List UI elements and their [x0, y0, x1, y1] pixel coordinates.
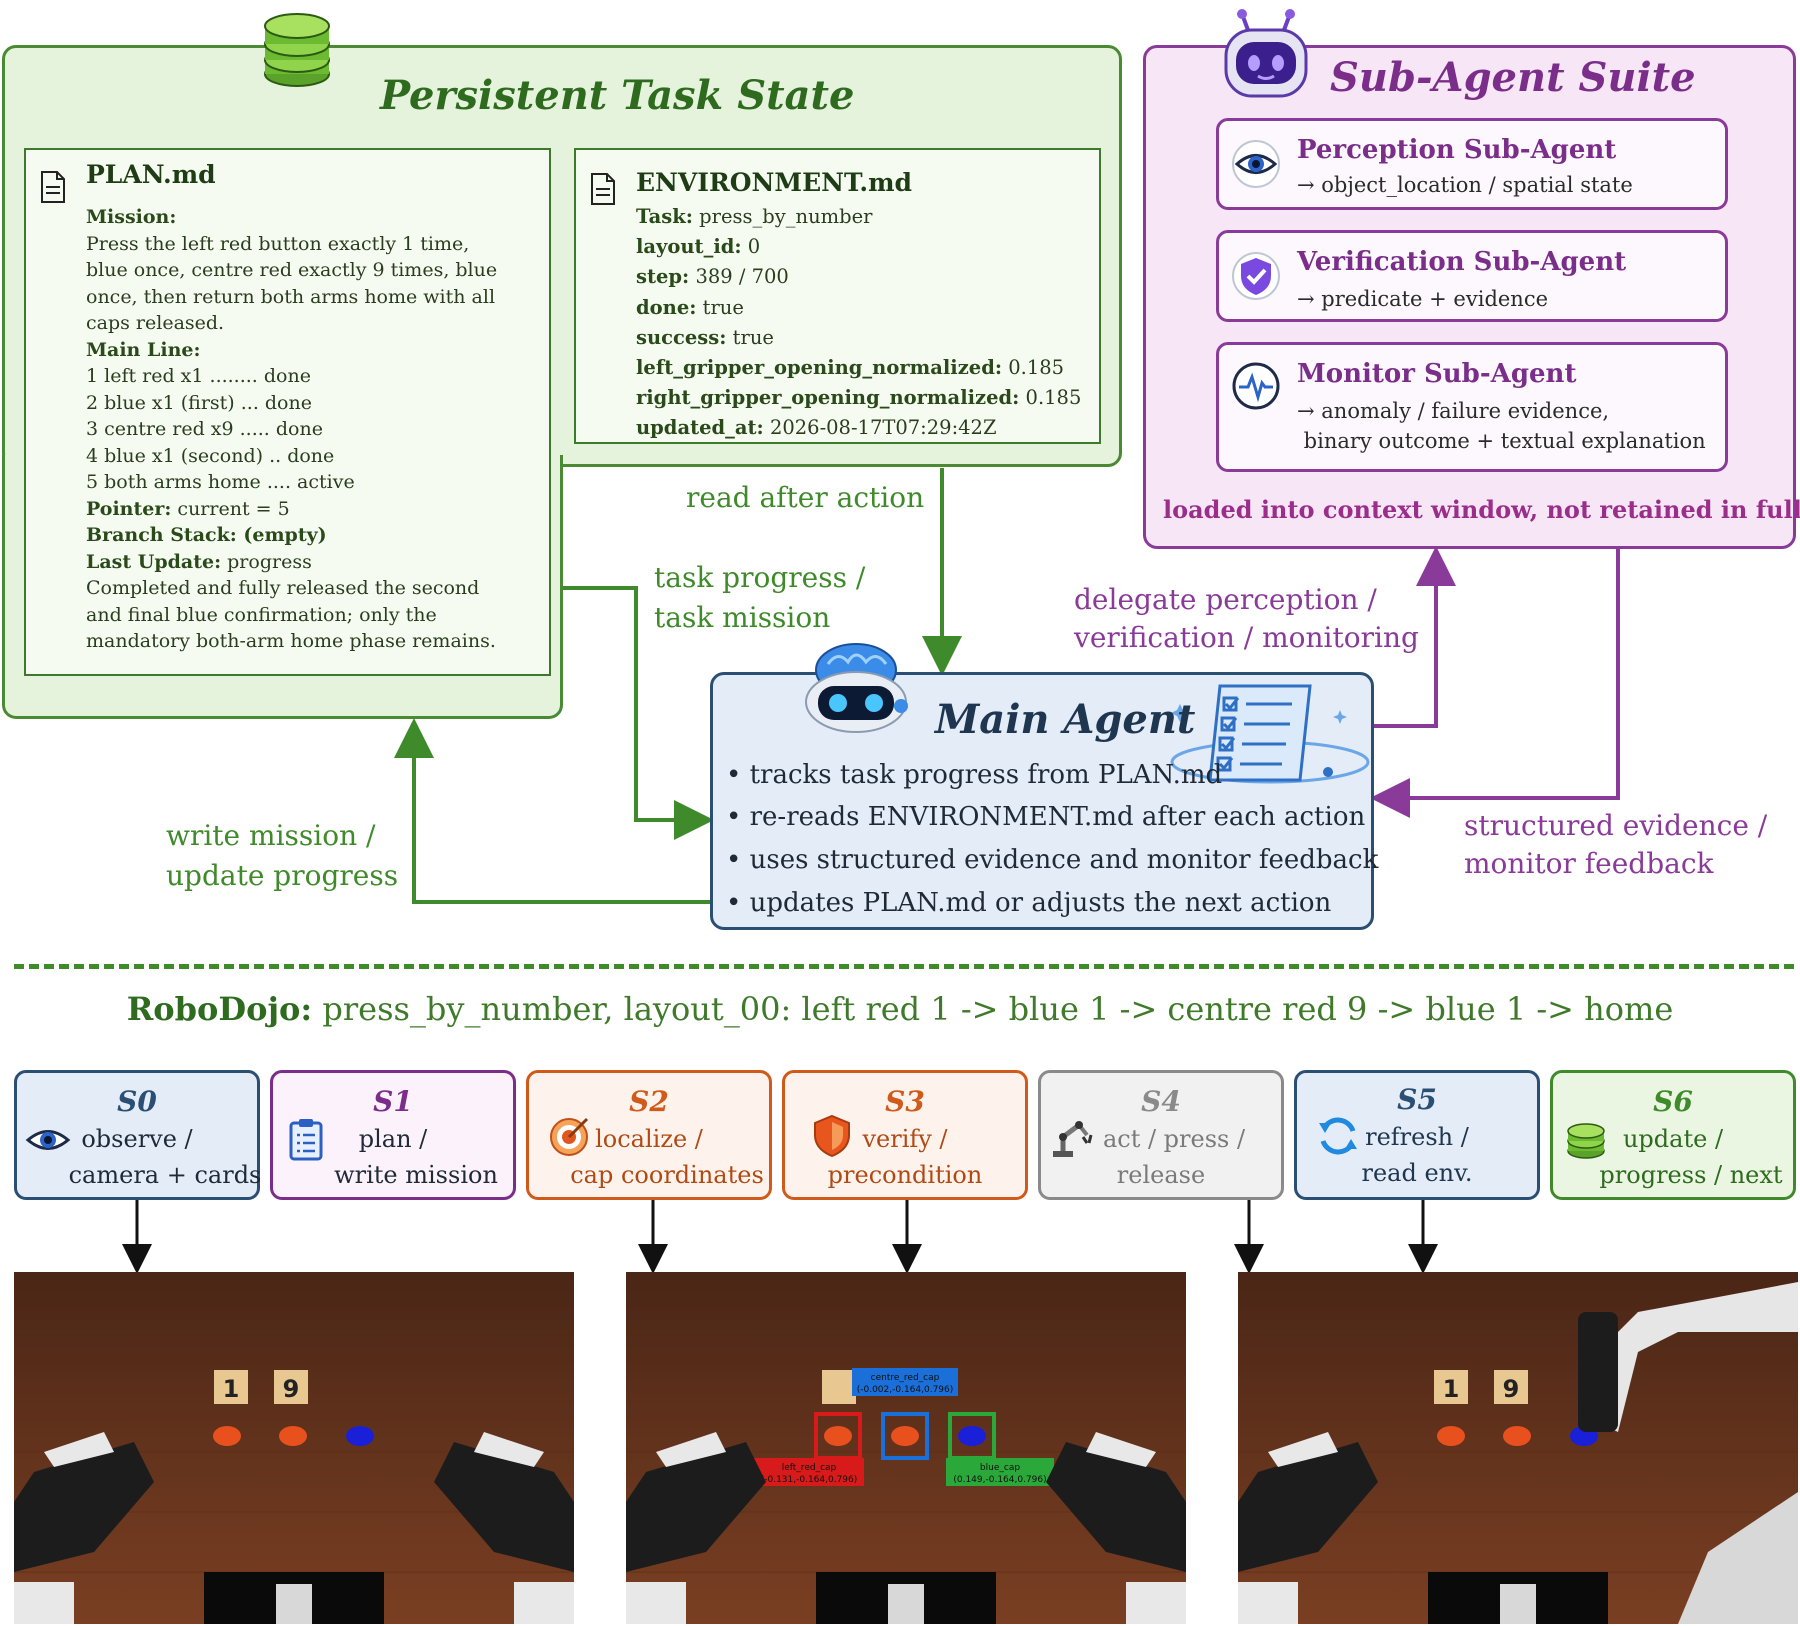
step-s4: S4 act / press / release — [1038, 1070, 1284, 1200]
label-structured-evidence-1: structured evidence / — [1464, 809, 1768, 842]
sub-agent-suite-note: loaded into context window, not retained… — [1163, 495, 1800, 524]
step-s3: S3 verify / precondition — [782, 1070, 1028, 1200]
step-s1: S1 plan / write mission — [270, 1070, 516, 1200]
clipboard-icon — [289, 1119, 323, 1161]
edge-task-progress — [563, 586, 714, 840]
label-delegate-1: delegate perception / — [1074, 583, 1377, 616]
list-item: 4 blue x1 (second) .. done — [86, 444, 335, 467]
label-write-mission-2: update progress — [166, 859, 399, 892]
number-card: 9 — [1503, 1375, 1520, 1403]
label-task-progress-1: task progress / — [654, 561, 866, 594]
list-item: 3 centre red x9 ..... done — [86, 418, 323, 440]
mission-label: Mission: — [86, 206, 177, 228]
step-s5: S5 refresh / read env. — [1294, 1070, 1540, 1200]
main-line-label: Main Line: — [86, 338, 201, 361]
env-field: done: true — [636, 295, 744, 319]
scene-act: 1 9 — [1238, 1272, 1798, 1624]
number-card: 9 — [283, 1375, 300, 1403]
scene-observe: 1 9 — [14, 1272, 574, 1624]
shield-icon — [814, 1114, 850, 1158]
perception-sub-agent-name: Perception Sub-Agent — [1297, 135, 1617, 165]
verification-sub-agent-card: Verification Sub-Agent → predicate + evi… — [1216, 230, 1728, 322]
detection-coords: (-0.131,-0.164,0.796) — [761, 1475, 858, 1485]
main-agent-bullet: • uses structured evidence and monitor f… — [726, 845, 1379, 875]
env-field: updated_at: 2026-08-17T07:29:42Z — [636, 416, 997, 440]
plan-md-card: PLAN.md Mission: Press the left red butt… — [24, 148, 551, 676]
target-icon — [550, 1117, 589, 1156]
list-item: 1 left red x1 ........ done — [86, 365, 311, 387]
environment-md-title: ENVIRONMENT.md — [636, 168, 913, 197]
edge-write-mission — [394, 718, 710, 904]
eye-icon — [1232, 140, 1280, 188]
env-field: right_gripper_opening_normalized: 0.185 — [636, 386, 1082, 410]
heartbeat-icon — [1232, 362, 1280, 410]
label-delegate-2: verification / monitoring — [1074, 621, 1419, 654]
verification-sub-agent-name: Verification Sub-Agent — [1297, 247, 1627, 277]
robot-icon — [1224, 9, 1308, 98]
database-icon — [264, 13, 330, 87]
branch-stack-row: Branch Stack: (empty) — [86, 524, 327, 546]
monitor-sub-agent-name: Monitor Sub-Agent — [1297, 359, 1577, 389]
list-item: 2 blue x1 (first) ... done — [86, 391, 312, 414]
refresh-icon — [1319, 1117, 1357, 1155]
document-icon — [41, 171, 65, 203]
shield-check-icon — [1232, 252, 1280, 300]
document-icon — [591, 173, 615, 205]
monitor-sub-agent-card: Monitor Sub-Agent → anomaly / failure ev… — [1216, 342, 1728, 472]
env-field: left_gripper_opening_normalized: 0.185 — [636, 356, 1065, 380]
label-write-mission-1: write mission / — [166, 819, 376, 852]
monitor-sub-agent-desc-1: → anomaly / failure evidence, — [1297, 399, 1610, 423]
detection-label: blue_cap — [980, 1463, 1020, 1473]
step-s2: S2 localize / cap coordinates — [526, 1070, 772, 1200]
mission-text: Press the left red button exactly 1 time… — [86, 232, 498, 335]
detection-coords: (0.149,-0.164,0.796) — [953, 1475, 1046, 1485]
brain-robot-icon — [805, 643, 908, 733]
step-s6: S6 update / progress / next — [1550, 1070, 1796, 1200]
pointer-row: Pointer: current = 5 — [86, 497, 290, 520]
database-icon — [1567, 1123, 1605, 1159]
perception-sub-agent-desc: → object_location / spatial state — [1297, 173, 1633, 197]
detection-label: centre_red_cap — [871, 1373, 940, 1383]
section-divider — [14, 964, 1794, 969]
last-update-text: Completed and fully released the second … — [86, 577, 496, 652]
label-read-after-action: read after action — [686, 481, 925, 514]
last-update-row: Last Update: progress — [86, 550, 312, 573]
eye-icon — [25, 1130, 71, 1150]
edge-structured-evidence — [1370, 549, 1620, 818]
verification-sub-agent-desc: → predicate + evidence — [1297, 287, 1549, 311]
edge-delegate — [1374, 546, 1456, 728]
env-field: Task: press_by_number — [636, 205, 873, 228]
main-agent-bullet: • re-reads ENVIRONMENT.md after each act… — [726, 802, 1366, 832]
main-agent-bullet: • updates PLAN.md or adjusts the next ac… — [726, 888, 1332, 918]
main-agent-bullet: • tracks task progress from PLAN.md — [726, 760, 1223, 790]
step-s0: S0 observe / camera + cards — [14, 1070, 261, 1200]
checklist-icon — [1170, 684, 1370, 784]
monitor-sub-agent-desc-2: binary outcome + textual explanation — [1297, 429, 1706, 453]
persistent-task-state-title: Persistent Task State — [380, 72, 855, 119]
main-agent-title: Main Agent — [935, 696, 1196, 743]
number-card: 1 — [223, 1375, 240, 1403]
scene-localize: centre_red_cap (-0.002,-0.164,0.796) lef… — [626, 1272, 1186, 1624]
label-structured-evidence-2: monitor feedback — [1464, 847, 1714, 880]
plan-md-title: PLAN.md — [86, 160, 216, 189]
robodojo-caption: RoboDojo: press_by_number, layout_00: le… — [126, 990, 1674, 1028]
detection-coords: (-0.002,-0.164,0.796) — [857, 1385, 954, 1395]
environment-md-card: ENVIRONMENT.md Task: press_by_number lay… — [574, 148, 1101, 444]
sub-agent-suite-title: Sub-Agent Suite — [1330, 54, 1696, 101]
robot-arm-icon — [1053, 1121, 1093, 1157]
env-field: success: true — [636, 325, 774, 349]
detection-label: left_red_cap — [782, 1463, 837, 1473]
main-line-list: 1 left red x1 ........ done 2 blue x1 (f… — [86, 363, 497, 496]
env-field: layout_id: 0 — [636, 235, 761, 259]
perception-sub-agent-card: Perception Sub-Agent → object_location /… — [1216, 118, 1728, 210]
number-card: 1 — [1443, 1375, 1460, 1403]
env-field: step: 389 / 700 — [636, 265, 789, 289]
label-task-progress-2: task mission — [654, 601, 831, 634]
list-item: 5 both arms home .... active — [86, 471, 355, 493]
environment-fields: Task: press_by_number layout_id: 0 step:… — [636, 202, 1081, 444]
